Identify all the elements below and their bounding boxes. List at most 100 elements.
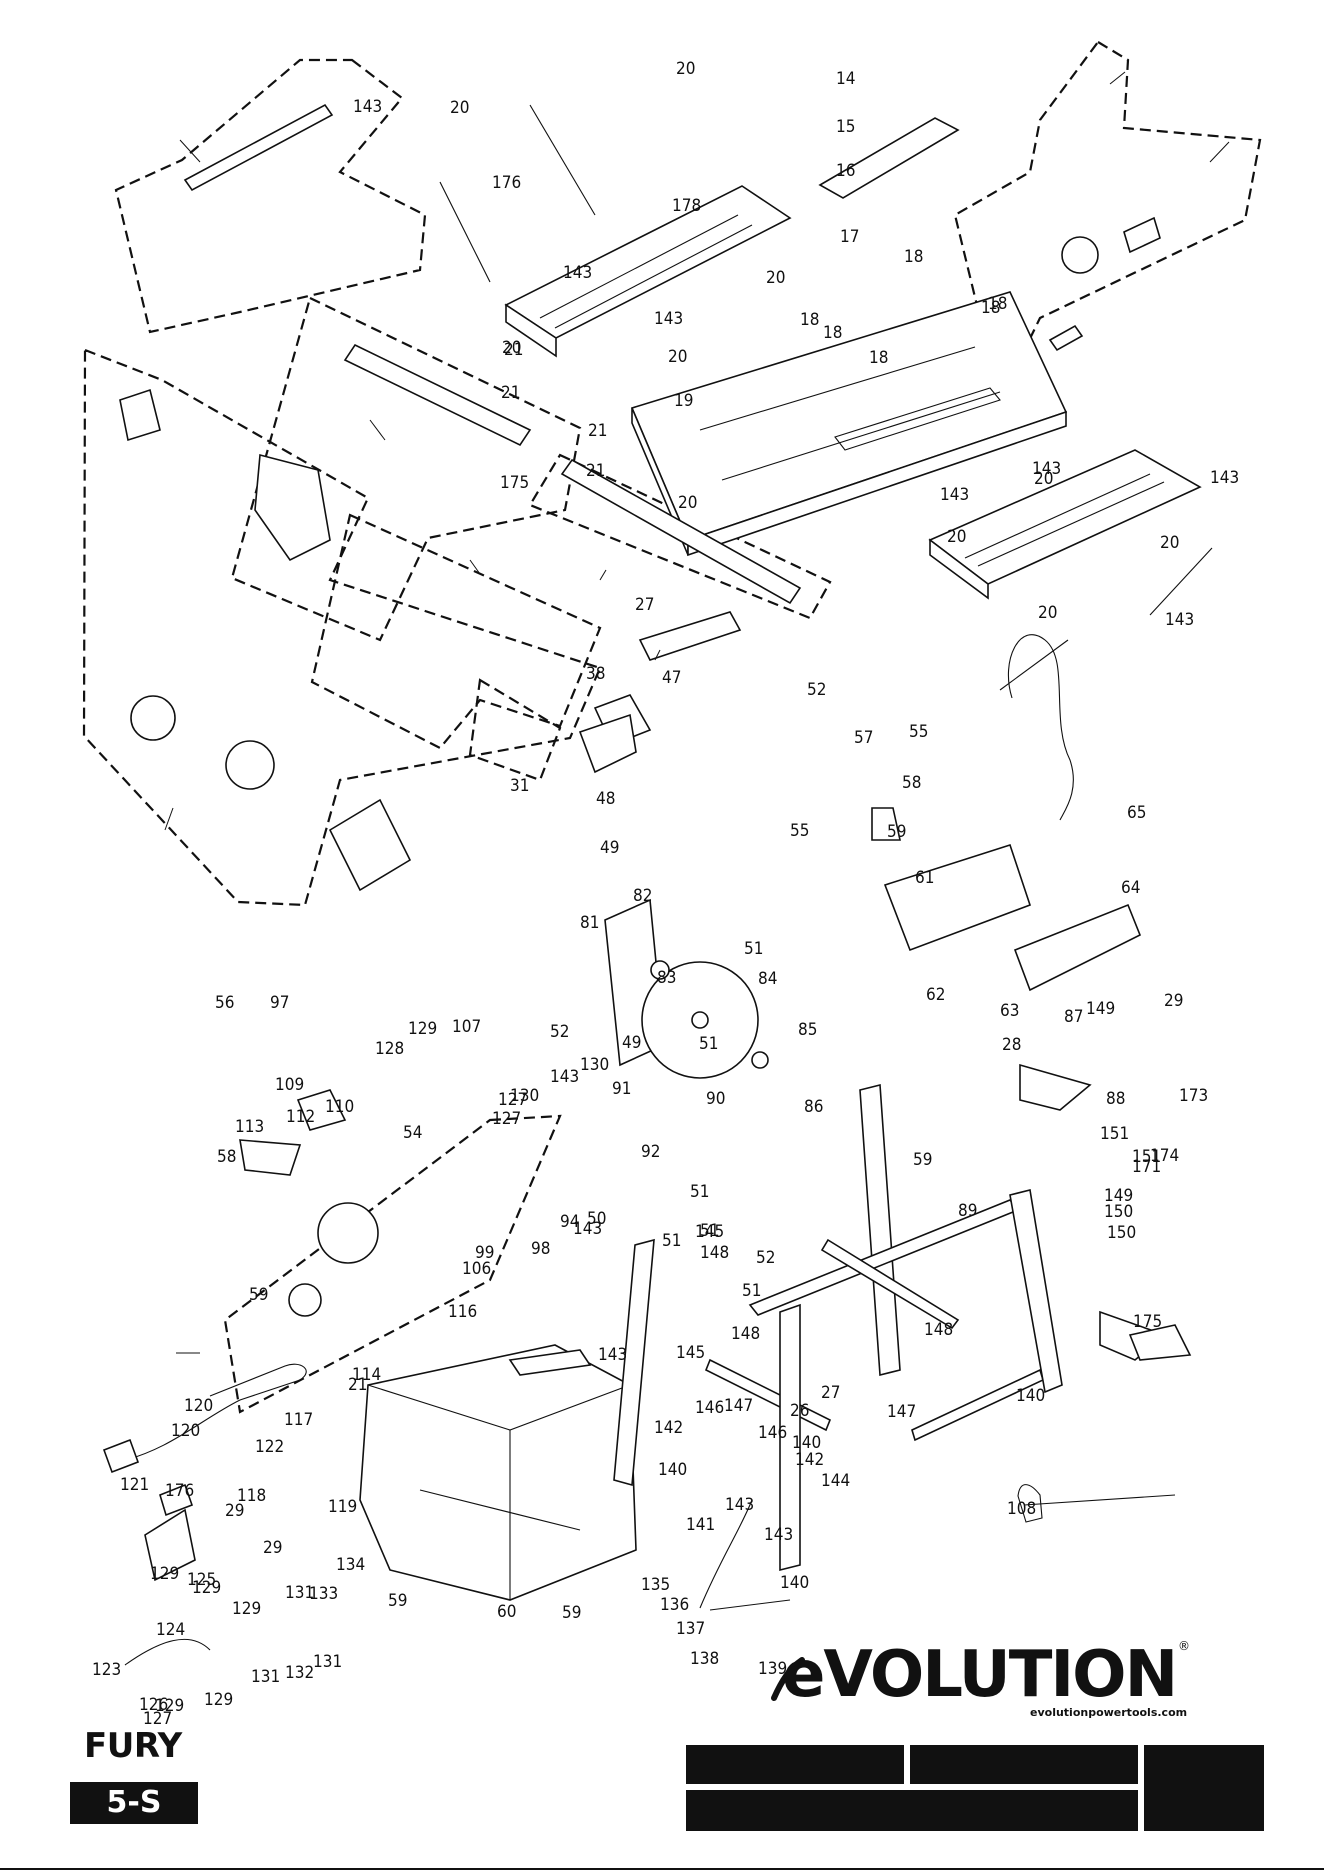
callout-129: 129 xyxy=(150,1564,179,1584)
motor-blade-assembly xyxy=(119,388,1142,1317)
callout-83: 83 xyxy=(657,968,676,988)
callout-112: 112 xyxy=(286,1107,315,1127)
title-block-cell-2 xyxy=(910,1745,1138,1784)
callout-16: 16 xyxy=(836,161,855,181)
callout-171: 171 xyxy=(1132,1157,1161,1177)
callout-129: 129 xyxy=(232,1599,261,1619)
callout-27: 27 xyxy=(821,1383,840,1403)
callout-91: 91 xyxy=(612,1079,631,1099)
callout-129: 129 xyxy=(408,1019,437,1039)
callout-117: 117 xyxy=(284,1410,313,1430)
callout-20: 20 xyxy=(766,268,785,288)
callout-151: 151 xyxy=(1132,1147,1161,1167)
callout-59: 59 xyxy=(887,822,906,842)
callout-50: 50 xyxy=(587,1209,606,1229)
callout-51: 51 xyxy=(690,1182,709,1202)
callout-21: 21 xyxy=(586,461,605,481)
callout-143: 143 xyxy=(764,1525,793,1545)
callout-60: 60 xyxy=(497,1602,516,1622)
callout-21: 21 xyxy=(588,421,607,441)
callout-140: 140 xyxy=(780,1573,809,1593)
logo-wordmark: eVOLUTION xyxy=(782,1638,1176,1704)
table-top-assembly xyxy=(183,103,1213,691)
callout-129: 129 xyxy=(204,1690,233,1710)
callout-65: 65 xyxy=(1127,803,1146,823)
callout-21: 21 xyxy=(504,340,523,360)
callout-98: 98 xyxy=(531,1239,550,1259)
callout-88: 88 xyxy=(1106,1089,1125,1109)
stand-assembly xyxy=(144,1063,1192,1601)
callout-57: 57 xyxy=(854,728,873,748)
callout-127: 127 xyxy=(492,1109,521,1129)
callout-119: 119 xyxy=(328,1497,357,1517)
callout-51: 51 xyxy=(699,1034,718,1054)
callout-135: 135 xyxy=(641,1575,670,1595)
callout-176: 176 xyxy=(165,1481,194,1501)
callout-136: 136 xyxy=(660,1595,689,1615)
callout-47: 47 xyxy=(662,668,681,688)
callout-134: 134 xyxy=(336,1555,365,1575)
callout-150: 150 xyxy=(1107,1223,1136,1243)
callout-20: 20 xyxy=(1034,469,1053,489)
callout-109: 109 xyxy=(275,1075,304,1095)
callout-145: 145 xyxy=(695,1222,724,1242)
callout-175: 175 xyxy=(1133,1312,1162,1332)
callout-145: 145 xyxy=(676,1343,705,1363)
callout-120: 120 xyxy=(184,1396,213,1416)
callout-82: 82 xyxy=(633,886,652,906)
callout-84: 84 xyxy=(758,969,777,989)
callout-15: 15 xyxy=(836,117,855,137)
callout-48: 48 xyxy=(596,789,615,809)
callout-29: 29 xyxy=(1164,991,1183,1011)
callout-19: 19 xyxy=(674,391,693,411)
callout-127: 127 xyxy=(498,1090,527,1110)
callout-86: 86 xyxy=(804,1097,823,1117)
callout-121: 121 xyxy=(120,1475,149,1495)
callout-18: 18 xyxy=(981,298,1000,318)
callout-140: 140 xyxy=(1016,1386,1045,1406)
callout-52: 52 xyxy=(550,1022,569,1042)
callout-85: 85 xyxy=(798,1020,817,1040)
callout-63: 63 xyxy=(1000,1001,1019,1021)
logo-registered-mark: ® xyxy=(1178,1639,1190,1653)
callout-146: 146 xyxy=(695,1398,724,1418)
callout-176: 176 xyxy=(492,173,521,193)
callout-143: 143 xyxy=(1032,459,1061,479)
callout-54: 54 xyxy=(403,1123,422,1143)
callout-55: 55 xyxy=(909,722,928,742)
callout-20: 20 xyxy=(668,347,687,367)
callout-28: 28 xyxy=(1002,1035,1021,1055)
callout-94: 94 xyxy=(560,1212,579,1232)
callout-31: 31 xyxy=(510,776,529,796)
callout-148: 148 xyxy=(924,1320,953,1340)
callout-52: 52 xyxy=(807,680,826,700)
model-name: FURY xyxy=(84,1726,182,1766)
callout-143: 143 xyxy=(573,1219,602,1239)
callout-38: 38 xyxy=(586,664,605,684)
callout-49: 49 xyxy=(622,1033,641,1053)
callout-122: 122 xyxy=(255,1437,284,1457)
callout-20: 20 xyxy=(450,98,469,118)
callout-18: 18 xyxy=(800,310,819,330)
callout-146: 146 xyxy=(758,1423,787,1443)
title-block-cell-4 xyxy=(686,1790,1138,1831)
title-block-cell-1 xyxy=(686,1745,904,1784)
callout-106: 106 xyxy=(462,1259,491,1279)
callout-20: 20 xyxy=(947,527,966,547)
callout-143: 143 xyxy=(550,1067,579,1087)
callout-87: 87 xyxy=(1064,1007,1083,1027)
callout-149: 149 xyxy=(1104,1186,1133,1206)
callout-124: 124 xyxy=(156,1620,185,1640)
callout-174: 174 xyxy=(1150,1146,1179,1166)
callout-58: 58 xyxy=(217,1147,236,1167)
callout-14: 14 xyxy=(836,69,855,89)
callout-108: 108 xyxy=(1007,1499,1036,1519)
title-block-cell-3 xyxy=(1144,1745,1264,1831)
callout-20: 20 xyxy=(502,338,521,358)
callout-131: 131 xyxy=(285,1583,314,1603)
callout-27: 27 xyxy=(635,595,654,615)
callout-151: 151 xyxy=(1100,1124,1129,1144)
callout-17: 17 xyxy=(840,227,859,247)
